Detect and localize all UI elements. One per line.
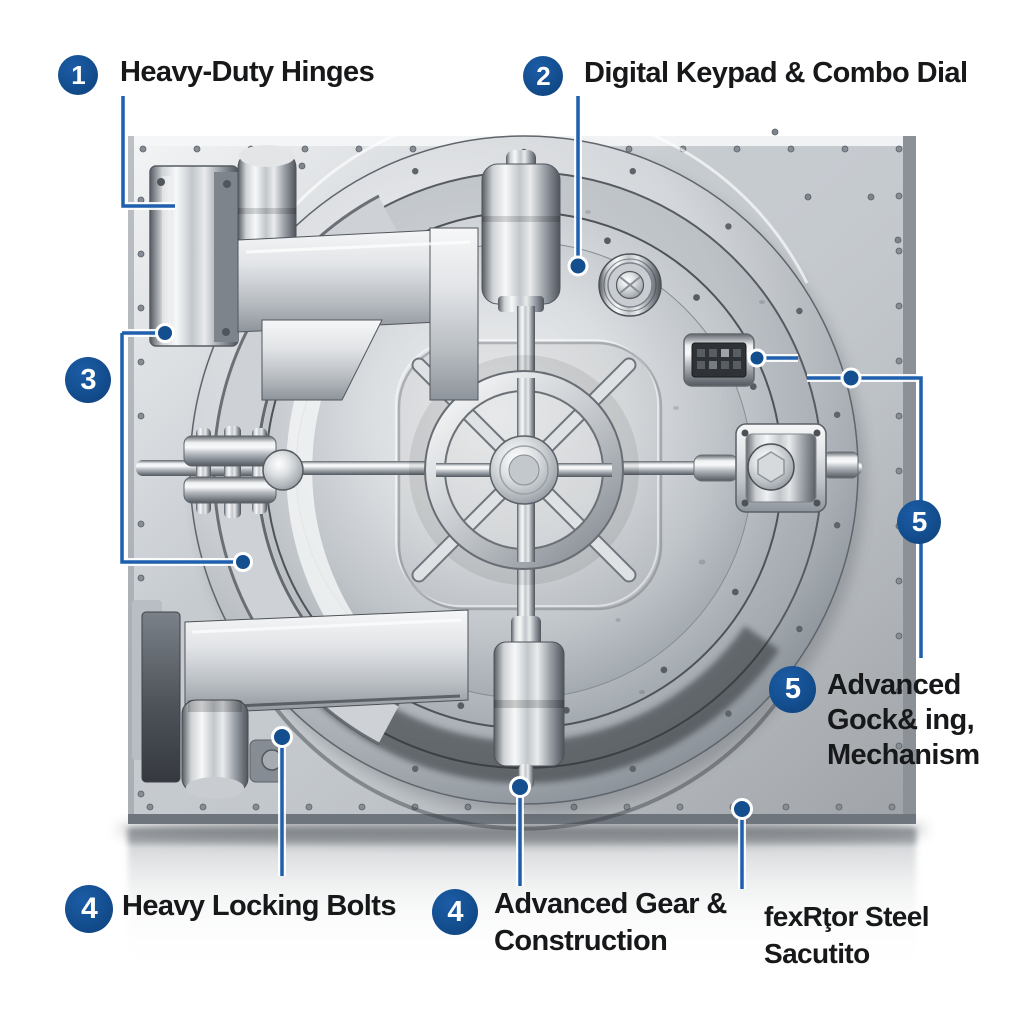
callout-badge-5-text: 5 [769,666,816,713]
label-line: Sacutito [764,938,870,969]
callout-badge-1: 1 [58,55,98,95]
label-line: Construction [494,925,668,957]
label-line: fexRţor Steel [764,901,930,932]
label-digital-keypad: Digital Keypad & Combo Dial [584,57,968,89]
badge-number: 4 [81,892,98,925]
label-line: Gock& ing, [827,704,975,736]
leader-lines [118,96,925,889]
label-heavy-locking-bolts: Heavy Locking Bolts [122,890,396,922]
label-line: Mechanism [827,739,980,771]
bottom-hinge [132,600,469,799]
lock-mechanism [735,423,859,513]
digital-keypad [683,333,755,387]
callout-badge-5-line: 5 [897,500,941,544]
leader-dot-hinge-track-top [155,323,175,343]
leader-dot-hinge-track-bottom [233,552,253,572]
leader-dot-keypad [567,255,589,277]
callout-badge-4-middle: 4 [432,889,478,935]
leader-dot-gear [509,776,531,798]
label-line: Advanced [827,669,961,701]
callout-badge-4-left: 4 [65,885,113,933]
badge-number: 1 [71,59,86,90]
label-advanced-gear-construction: Advanced Gear & Construction [494,886,727,960]
badge-number: 3 [80,363,96,396]
leader-dot-steel [731,798,753,820]
leader-dot-mechanism [840,367,862,389]
vertical-bolt-shaft [481,150,565,790]
combo-dial [598,253,662,317]
callout-badge-2: 2 [523,56,563,96]
label-exterior-steel: fexRţor Steel Sacutito [764,898,930,972]
top-hinge [149,145,479,401]
callout-badge-3: 3 [65,357,111,403]
left-clamp-assembly [183,426,304,518]
floor-reflection [0,816,1024,1024]
badge-number: 2 [536,60,551,91]
badge-number: 5 [911,506,928,537]
leader-dot-locking-bolts [271,726,293,748]
badge-number: 5 [784,673,801,705]
badge-number: 4 [447,895,463,928]
label-advanced-locking-mechanism: Advanced Gock& ing, Mechanism [827,668,980,773]
label-line: Advanced Gear & [494,888,727,920]
leader-dot-keypad-small [747,348,767,368]
label-heavy-duty-hinges: Heavy-Duty Hinges [120,56,375,88]
